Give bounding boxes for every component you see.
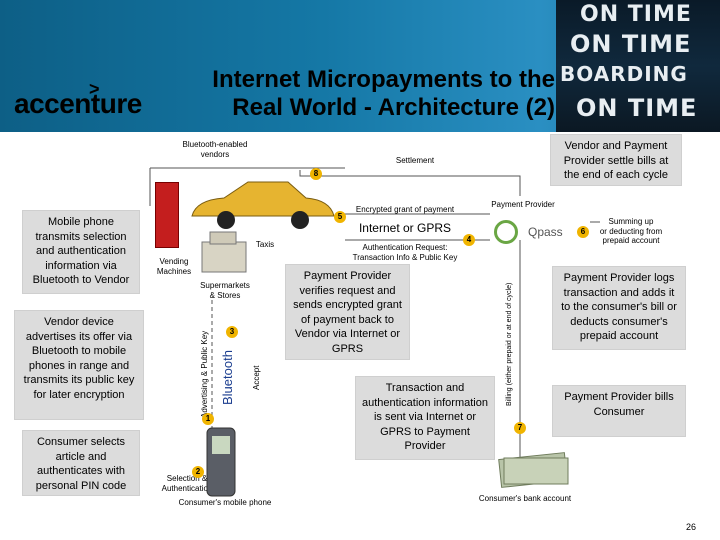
label-mobile-phone: Consumer's mobile phone xyxy=(178,498,272,507)
label-supermarkets: Supermarkets & Stores xyxy=(200,281,250,300)
step-badge: 3 xyxy=(226,326,238,338)
callout-vendor-advertises: Vendor device advertises its offer via B… xyxy=(14,310,144,420)
callout-bills-consumer: Payment Provider bills Consumer xyxy=(552,385,686,437)
step-badge: 1 xyxy=(202,413,214,425)
qpass-logo: Qpass xyxy=(528,225,563,239)
label-payment-provider: Payment Provider xyxy=(491,200,555,209)
step-badge: 5 xyxy=(334,211,346,223)
company-logo: accenture xyxy=(14,88,142,119)
step-badge: 2 xyxy=(192,466,204,478)
label-billing: Billing (either prepaid or at end of cyc… xyxy=(506,282,513,406)
callout-provider-verifies: Payment Provider verifies request and se… xyxy=(285,264,410,360)
label-accept: Accept xyxy=(252,365,261,390)
taxi-icon xyxy=(191,181,335,229)
label-selection-auth: Selection & Authentication xyxy=(161,474,213,493)
label-summing-up: Summing up or deducting from prepaid acc… xyxy=(599,217,663,245)
callout-settle-bills: Vendor and Payment Provider settle bills… xyxy=(550,134,682,186)
label-settlement: Settlement xyxy=(395,156,435,165)
step-badge: 4 xyxy=(463,234,475,246)
callout-transaction-sent: Transaction and authentication informati… xyxy=(355,376,495,460)
logo-mark-icon: > xyxy=(89,79,100,99)
callout-consumer-selects: Consumer selects article and authenticat… xyxy=(22,430,140,496)
label-bank-account: Consumer's bank account xyxy=(478,494,572,503)
mobile-phone-icon xyxy=(206,427,236,497)
label-bluetooth-vendors: Bluetooth-enabled vendors xyxy=(182,140,248,159)
label-vending: Vending Machines xyxy=(156,257,192,276)
callout-logs-transaction: Payment Provider logs transaction and ad… xyxy=(552,266,686,350)
page-title: Internet Micropayments to the Real World… xyxy=(212,66,555,121)
step-badge: 6 xyxy=(577,226,589,238)
settlement-line xyxy=(299,170,521,196)
money-icon xyxy=(498,452,569,488)
label-advertising: Advertising & Public Key xyxy=(200,330,209,418)
step-badge: 7 xyxy=(514,422,526,434)
board-word: BOARDING xyxy=(560,62,688,86)
label-taxis: Taxis xyxy=(255,240,275,249)
cash-register-icon xyxy=(201,231,247,273)
label-encrypted-grant: Encrypted grant of payment xyxy=(355,205,455,214)
qpass-icon xyxy=(494,220,518,244)
step-badge: 8 xyxy=(310,168,322,180)
board-word: ON TIME xyxy=(576,94,698,122)
page-number: 26 xyxy=(686,522,697,532)
label-internet-gprs: Internet or GPRS xyxy=(358,221,452,235)
vending-machine-icon xyxy=(155,182,179,248)
flight-board-photo: ON TIME ON TIME BOARDING ON TIME xyxy=(556,0,720,132)
label-bluetooth: Bluetooth xyxy=(220,350,235,405)
board-word: ON TIME xyxy=(570,30,692,58)
board-word: ON TIME xyxy=(580,2,692,27)
callout-phone-transmits: Mobile phone transmits selection and aut… xyxy=(22,210,140,294)
label-auth-request: Authentication Request: Transaction Info… xyxy=(352,243,458,262)
